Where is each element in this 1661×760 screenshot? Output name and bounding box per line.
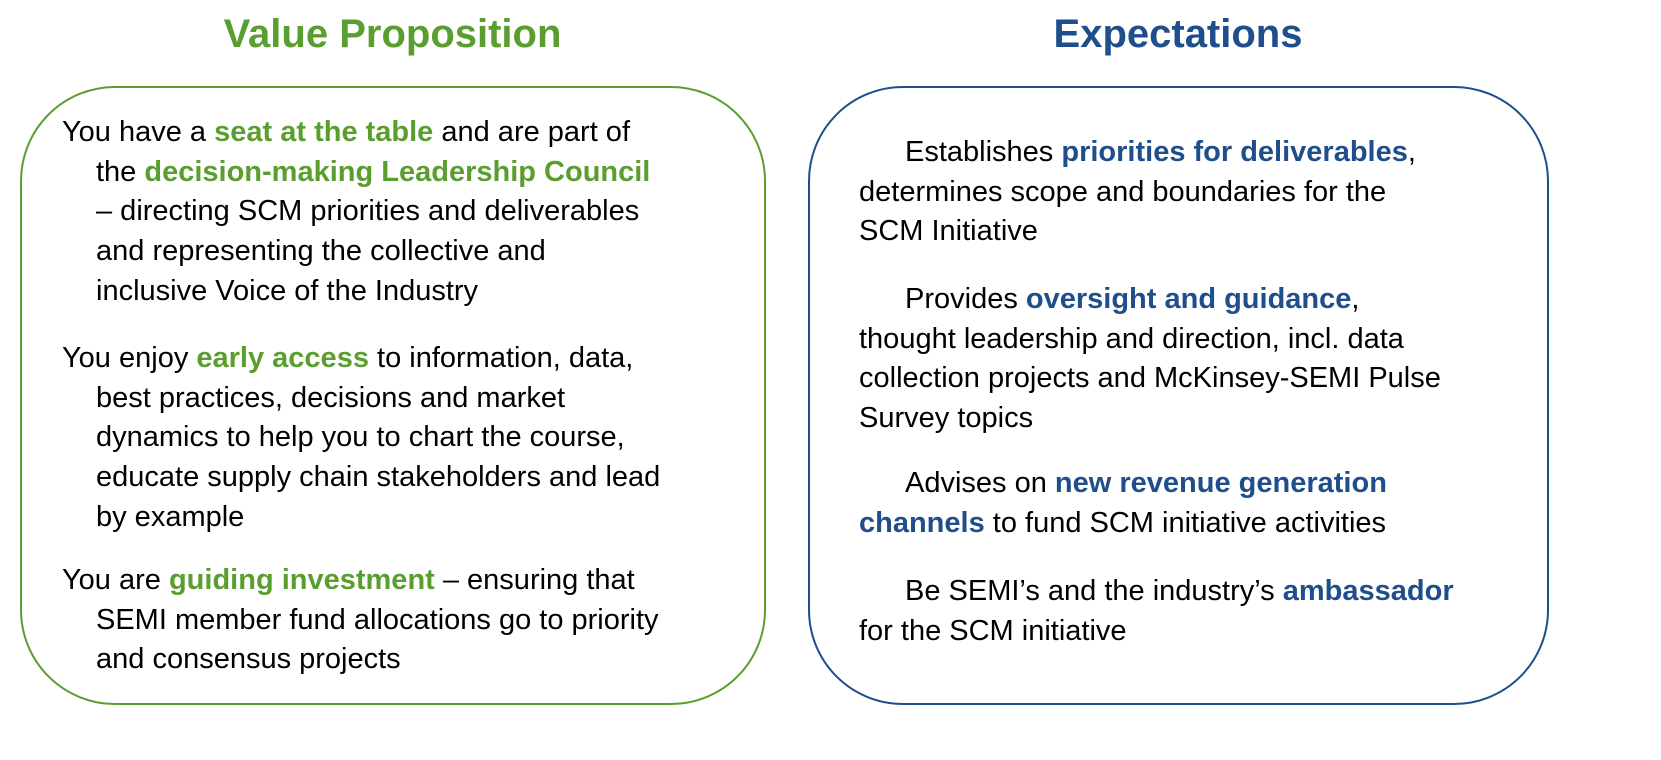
highlight-text: decision-making Leadership Council bbox=[144, 155, 651, 188]
right-paragraph: Establishes priorities for deliverables,… bbox=[859, 133, 1416, 252]
highlight-text: early access bbox=[196, 342, 369, 374]
text: and representing the collective and bbox=[96, 235, 546, 268]
text-line: You are guiding investment – ensuring th… bbox=[62, 561, 659, 601]
text: Establishes bbox=[905, 136, 1062, 168]
text: to fund SCM initiative activities bbox=[984, 506, 1387, 539]
text: determines scope and boundaries for the bbox=[859, 175, 1387, 208]
text: SEMI member fund allocations go to prior… bbox=[96, 603, 659, 636]
text: Be SEMI’s and the industry’s bbox=[905, 575, 1283, 607]
text: , bbox=[1351, 283, 1360, 315]
text: collection projects and McKinsey-SEMI Pu… bbox=[859, 362, 1441, 395]
text-line: – directing SCM priorities and deliverab… bbox=[62, 192, 650, 232]
text-line: for the SCM initiative bbox=[859, 612, 1454, 652]
text: the bbox=[96, 155, 145, 188]
highlight-text: channels bbox=[859, 506, 985, 539]
left-paragraph: You enjoy early access to information, d… bbox=[62, 339, 660, 538]
text-line: Be SEMI’s and the industry’s ambassador bbox=[859, 572, 1454, 612]
left-paragraph: You have a seat at the table and are par… bbox=[62, 113, 650, 312]
text-line: educate supply chain stakeholders and le… bbox=[62, 458, 660, 498]
text: Provides bbox=[905, 283, 1026, 315]
text: and are part of bbox=[433, 116, 630, 148]
text-line: channels to fund SCM initiative activiti… bbox=[859, 504, 1387, 544]
left-paragraph: You are guiding investment – ensuring th… bbox=[62, 561, 659, 680]
text: educate supply chain stakeholders and le… bbox=[96, 461, 661, 494]
value-proposition-title: Value Proposition bbox=[223, 12, 562, 56]
text-line: Establishes priorities for deliverables, bbox=[859, 133, 1416, 173]
text-line: Survey topics bbox=[859, 399, 1441, 439]
text: dynamics to help you to chart the course… bbox=[96, 421, 625, 454]
text-line: inclusive Voice of the Industry bbox=[62, 272, 650, 312]
text-line: and representing the collective and bbox=[62, 232, 650, 272]
text-line: collection projects and McKinsey-SEMI Pu… bbox=[859, 359, 1441, 399]
text-line: thought leadership and direction, incl. … bbox=[859, 320, 1441, 360]
text-line: by example bbox=[62, 498, 660, 538]
text: by example bbox=[96, 500, 245, 533]
expectations-title: Expectations bbox=[1053, 12, 1303, 56]
text: SCM Initiative bbox=[859, 215, 1038, 248]
expectations-box: Establishes priorities for deliverables,… bbox=[808, 86, 1549, 705]
highlight-text: new revenue generation bbox=[1054, 467, 1387, 499]
text-line: and consensus projects bbox=[62, 640, 659, 680]
text: – directing SCM priorities and deliverab… bbox=[96, 195, 640, 228]
text: inclusive Voice of the Industry bbox=[96, 274, 479, 307]
text: You have a bbox=[62, 116, 215, 148]
text-line: You have a seat at the table and are par… bbox=[62, 113, 650, 153]
text-line: Provides oversight and guidance, bbox=[859, 280, 1441, 320]
text-line: You enjoy early access to information, d… bbox=[62, 339, 660, 379]
text: , bbox=[1407, 136, 1416, 168]
text: to information, data, bbox=[368, 342, 634, 374]
text-line: SEMI member fund allocations go to prior… bbox=[62, 601, 659, 641]
text: Survey topics bbox=[859, 402, 1034, 435]
text: thought leadership and direction, incl. … bbox=[859, 322, 1404, 355]
text-line: the decision-making Leadership Council bbox=[62, 153, 650, 193]
highlight-text: oversight and guidance bbox=[1025, 283, 1352, 315]
text: best practices, decisions and market bbox=[96, 381, 566, 414]
highlight-text: ambassador bbox=[1282, 575, 1454, 607]
text: Advises on bbox=[905, 467, 1055, 499]
text-line: determines scope and boundaries for the bbox=[859, 173, 1416, 213]
text: and consensus projects bbox=[96, 643, 401, 676]
text-line: dynamics to help you to chart the course… bbox=[62, 418, 660, 458]
text: You enjoy bbox=[62, 342, 197, 374]
highlight-text: seat at the table bbox=[214, 116, 434, 148]
text: for the SCM initiative bbox=[859, 614, 1127, 647]
right-paragraph: Provides oversight and guidance,thought … bbox=[859, 280, 1441, 439]
text-line: Advises on new revenue generation bbox=[859, 464, 1387, 504]
value-proposition-box: You have a seat at the table and are par… bbox=[20, 86, 766, 705]
highlight-text: priorities for deliverables bbox=[1061, 136, 1408, 168]
text: You are bbox=[62, 564, 169, 596]
highlight-text: guiding investment bbox=[168, 564, 435, 596]
text-line: SCM Initiative bbox=[859, 212, 1416, 252]
text-line: best practices, decisions and market bbox=[62, 379, 660, 419]
text: – ensuring that bbox=[434, 564, 635, 596]
